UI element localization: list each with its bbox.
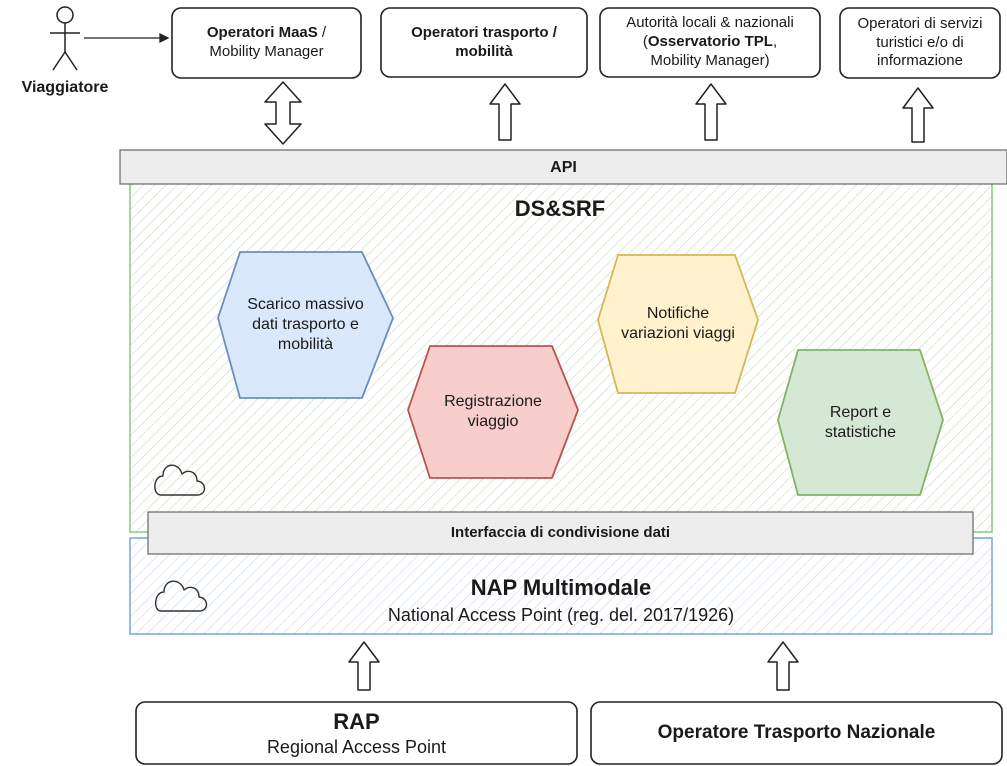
module-scarico-massivo-label: Scarico massivo dati trasporto e mobilit… (218, 252, 393, 398)
rap-subtitle: Regional Access Point (266, 736, 447, 757)
dssrf-title: DS&SRF (514, 196, 606, 221)
bottom-box-rap-text: RAP Regional Access Point (136, 702, 577, 764)
module-label-line: variazioni viaggi (621, 325, 735, 342)
module-label-line: Report e (829, 403, 892, 421)
nap-title: NAP Multimodale (470, 575, 652, 600)
operatore-nazionale-title: Operatore Trasporto Nazionale (657, 722, 936, 744)
cloud-icon (154, 464, 206, 496)
bottom-box-rap (135, 701, 578, 765)
module-label-line: viaggio (467, 413, 519, 430)
top-box-operatori-servizi (839, 7, 1001, 79)
double-arrow-icon (264, 81, 302, 145)
top-box-trasporto-line2: mobilità (455, 42, 513, 60)
up-arrow-icon (902, 87, 934, 143)
interface-bar-label: Interfaccia di condivisione dati (450, 524, 671, 541)
top-box-operatori-trasporto-text: Operatori trasporto / mobilità (381, 8, 587, 77)
top-box-operatori-servizi-text: Operatori di servizi turistici e/o di in… (840, 8, 1000, 78)
top-box-autorita-line2-pre: ( (642, 33, 648, 51)
top-box-operatori-trasporto (380, 7, 588, 78)
up-arrow-icon (767, 641, 799, 691)
module-scarico-massivo (217, 251, 394, 399)
module-report-statistiche (777, 349, 944, 496)
top-box-maas (171, 7, 362, 79)
module-label-line: Scarico massivo (247, 296, 364, 313)
top-box-autorita-line2-bold: Osservatorio TPL (647, 33, 773, 51)
api-bar (119, 149, 1007, 185)
top-box-maas-line1-bold: Operatori MaaS (206, 24, 318, 42)
module-label-line: Notifiche (646, 305, 710, 322)
actor-arrow (84, 32, 170, 44)
top-box-autorita-line2-post: , (772, 33, 778, 51)
module-notifiche-variazioni (597, 254, 759, 394)
module-label-line: dati trasporto e (252, 316, 359, 333)
module-registrazione-viaggio (407, 345, 579, 479)
top-box-servizi-line2: turistici e/o di (876, 33, 964, 51)
top-box-servizi-line3: informazione (877, 52, 963, 70)
module-label-line: Registrazione (444, 393, 542, 410)
interface-bar (147, 511, 974, 555)
module-report-statistiche-label: Report e statistiche (778, 350, 943, 495)
nap-subtitle: National Access Point (reg. del. 2017/19… (387, 605, 735, 625)
top-box-autorita-line3: Mobility Manager) (650, 51, 770, 69)
top-box-trasporto-line1: Operatori trasporto / (411, 23, 557, 41)
top-box-maas-line2: Mobility Manager (209, 43, 324, 60)
up-arrow-icon (348, 641, 380, 691)
top-box-autorita-text: Autorità locali & nazionali (Osservatori… (600, 8, 820, 77)
module-registrazione-viaggio-label: Registrazione viaggio (408, 346, 578, 478)
api-label: API (550, 159, 577, 176)
module-notifiche-variazioni-label: Notifiche variazioni viaggi (598, 255, 758, 393)
up-arrow-icon (489, 83, 521, 141)
top-box-autorita-line1: Autorità locali & nazionali (626, 14, 794, 32)
top-box-maas-line1-rest: / (317, 24, 327, 42)
top-box-maas-text: Operatori MaaS / Mobility Manager (172, 8, 361, 78)
cloud-icon (155, 580, 208, 612)
module-label-line: mobilità (277, 336, 334, 353)
bottom-box-operatore-nazionale-text: Operatore Trasporto Nazionale (591, 702, 1002, 764)
actor-label: Viaggiatore (21, 79, 109, 96)
bottom-box-operatore-nazionale (590, 701, 1003, 765)
rap-title: RAP (333, 709, 380, 734)
module-label-line: statistiche (824, 423, 897, 441)
top-box-autorita (599, 7, 821, 78)
stick-figure-icon (50, 6, 80, 71)
top-box-servizi-line1: Operatori di servizi (857, 14, 983, 32)
up-arrow-icon (695, 83, 727, 141)
